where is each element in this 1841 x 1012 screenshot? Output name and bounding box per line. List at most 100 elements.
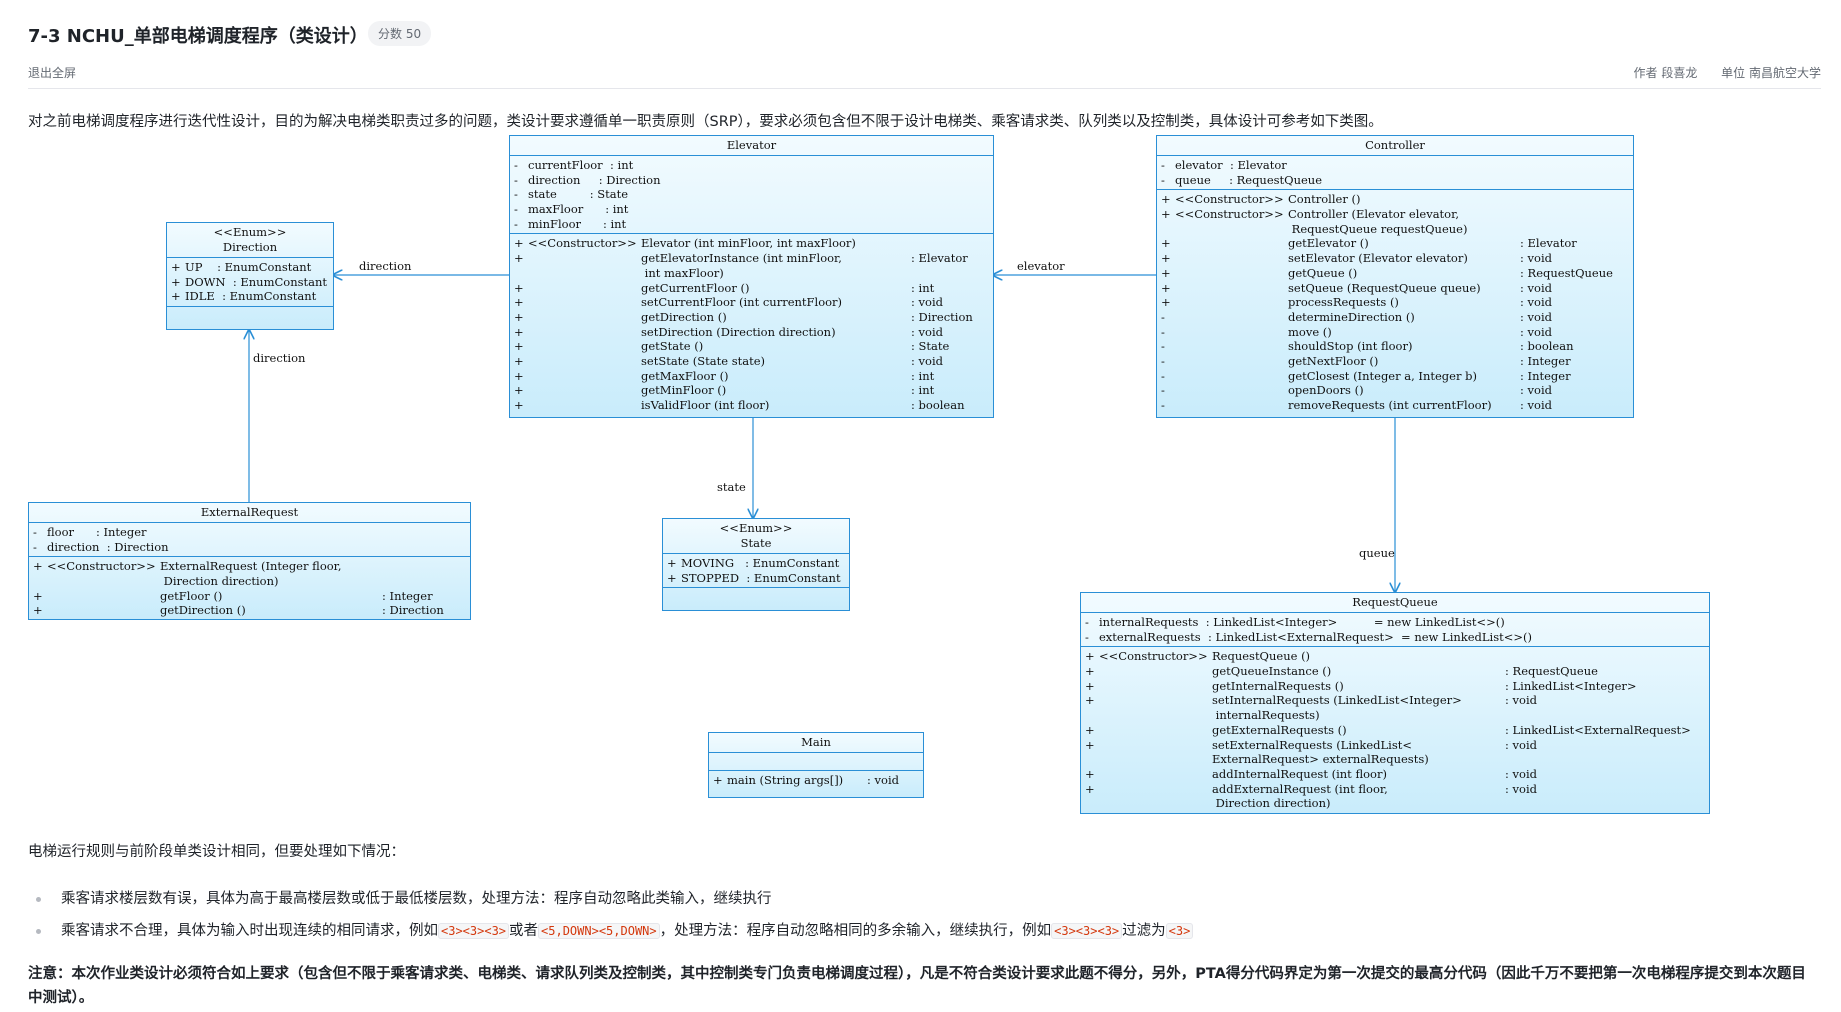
member-sym [1085, 752, 1099, 767]
inline-code: <3><3><3> [1051, 923, 1123, 939]
member-type: : void [1520, 251, 1552, 266]
member-sym: + [1085, 781, 1095, 796]
member-type: : Integer [95, 525, 147, 539]
class-name: State [740, 536, 772, 550]
member-ctor [528, 266, 641, 281]
uml-attribute: -minFloor : int [514, 217, 989, 232]
member-type: : EnumConstant [746, 570, 841, 585]
member-name: getDirection () [641, 309, 727, 324]
empty-attr-section [709, 753, 923, 771]
member-type: : Direction [106, 539, 169, 554]
exit-fullscreen-link[interactable]: 退出全屏 [28, 66, 77, 80]
member-sym: + [514, 295, 524, 310]
member-sym: + [171, 274, 181, 289]
uml-method: -move (): void [1161, 325, 1629, 340]
rules-title: 电梯运行规则与前阶段单类设计相同，但要处理如下情况： [28, 844, 405, 860]
elevator-label: elevator [1017, 259, 1065, 273]
member-type: : boolean [1520, 339, 1574, 354]
member-type: : int [911, 280, 935, 295]
member-name: getElevator () [1288, 236, 1369, 251]
member-ctor [1099, 723, 1212, 738]
uml-method: +setDirection (Direction direction): voi… [514, 325, 989, 340]
member-name: getFloor () [160, 588, 223, 603]
member-sym: + [514, 339, 524, 354]
note-paragraph: 注意：本次作业类设计必须符合如上要求（包含但不限于乘客请求类、电梯类、请求队列类… [28, 966, 1806, 1006]
member-ctor [528, 398, 641, 413]
member-type: : Integer [382, 588, 433, 603]
member-type: : EnumConstant [232, 274, 328, 289]
uml-method: +getQueueInstance (): RequestQueue [1085, 664, 1705, 679]
member-sym: - [1161, 309, 1165, 324]
uml-method: int maxFloor) [514, 266, 989, 281]
uml-method: +setExternalRequests (LinkedList<: void [1085, 738, 1705, 753]
member-name: MOVING [681, 556, 746, 570]
uml-method: -determineDirection (): void [1161, 310, 1629, 325]
member-ctor [1175, 222, 1288, 237]
member-ctor [1175, 369, 1288, 384]
class-name: ExternalRequest [200, 505, 299, 519]
rule-text-d: 过滤为 [1122, 923, 1166, 939]
member-type: : Elevator [1230, 158, 1287, 172]
member-type: : void [911, 295, 943, 310]
member-type: : int [911, 368, 935, 383]
member-name: queue [1175, 172, 1230, 187]
member-name: determineDirection () [1288, 309, 1415, 324]
member-sym: - [514, 187, 518, 202]
rule-text: 乘客请求楼层数有误，具体为高于最高楼层数或低于最低楼层数，处理方法：程序自动忽略… [61, 891, 772, 907]
member-name: int maxFloor) [641, 265, 724, 280]
member-sym: + [1161, 251, 1171, 266]
attr-section: -internalRequests : LinkedList<Integer> … [1081, 613, 1709, 648]
member-type: : int [610, 158, 634, 172]
member-name: move () [1288, 324, 1332, 339]
uml-method: +getMinFloor (): int [514, 383, 989, 398]
uml-attribute: +DOWN : EnumConstant [171, 275, 329, 290]
state-label: state [717, 480, 746, 494]
member-sym: - [514, 202, 518, 217]
member-ctor [528, 383, 641, 398]
attr-section: -elevator : Elevator-queue : RequestQueu… [1157, 156, 1633, 191]
member-sym: + [514, 251, 524, 266]
rule-text-c: ，处理方法：程序自动忽略相同的多余输入，继续执行，例如 [659, 923, 1052, 939]
problem-meta: 作者 段喜龙 单位 南昌航空大学 [1614, 64, 1821, 81]
uml-attribute: -externalRequests : LinkedList<ExternalR… [1085, 630, 1705, 645]
member-type: : EnumConstant [745, 556, 840, 570]
member-name: setState (State state) [641, 353, 765, 368]
uml-external-request-class: ExternalRequest -floor : Integer-directi… [28, 502, 471, 620]
member-ctor [528, 310, 641, 325]
member-name: getQueueInstance () [1212, 664, 1332, 679]
member-sym: + [1085, 722, 1095, 737]
header-divider [28, 88, 1821, 89]
member-ctor [1099, 752, 1212, 767]
member-sym [514, 266, 528, 281]
member-type: : State [589, 187, 629, 202]
member-name: openDoors () [1288, 383, 1364, 398]
member-ctor [1175, 354, 1288, 369]
class-name: Direction [222, 240, 278, 254]
member-sym: - [514, 216, 518, 231]
author-label: 作者 段喜龙 [1633, 66, 1698, 80]
uml-method: +getCurrentFloor (): int [514, 281, 989, 296]
member-type: : RequestQueue [1505, 664, 1598, 679]
uml-method: +<<Constructor>>RequestQueue () [1085, 649, 1705, 664]
member-type: : void [867, 773, 899, 787]
attr-section: +MOVING : EnumConstant+STOPPED : EnumCon… [663, 554, 849, 589]
member-type: : RequestQueue [1229, 172, 1323, 187]
member-sym: + [514, 398, 524, 412]
method-section: +<<Constructor>>ExternalRequest (Integer… [29, 557, 470, 620]
member-name: Direction direction) [1212, 796, 1331, 811]
direction-top-label: direction [359, 259, 412, 273]
method-section: +<<Constructor>>RequestQueue () + getQueue… [1081, 647, 1709, 813]
problem-header: 7-3 NCHU_单部电梯调度程序（类设计） 分数 50 退出全屏 作者 段喜龙… [0, 0, 1841, 90]
member-type: : void [1505, 766, 1537, 781]
member-type: : void [911, 353, 943, 368]
uml-request-queue-class: RequestQueue -internalRequests : LinkedL… [1080, 592, 1710, 814]
member-name: IDLE [185, 289, 223, 304]
member-sym: - [1085, 629, 1089, 644]
member-sym: + [1161, 295, 1171, 310]
member-sym: - [1161, 339, 1165, 354]
member-name: setCurrentFloor (int currentFloor) [641, 295, 843, 310]
member-type: : int [605, 202, 629, 217]
member-type: : Direction [598, 172, 661, 187]
member-ctor [528, 281, 641, 296]
member-name: internalRequests [1099, 615, 1206, 629]
